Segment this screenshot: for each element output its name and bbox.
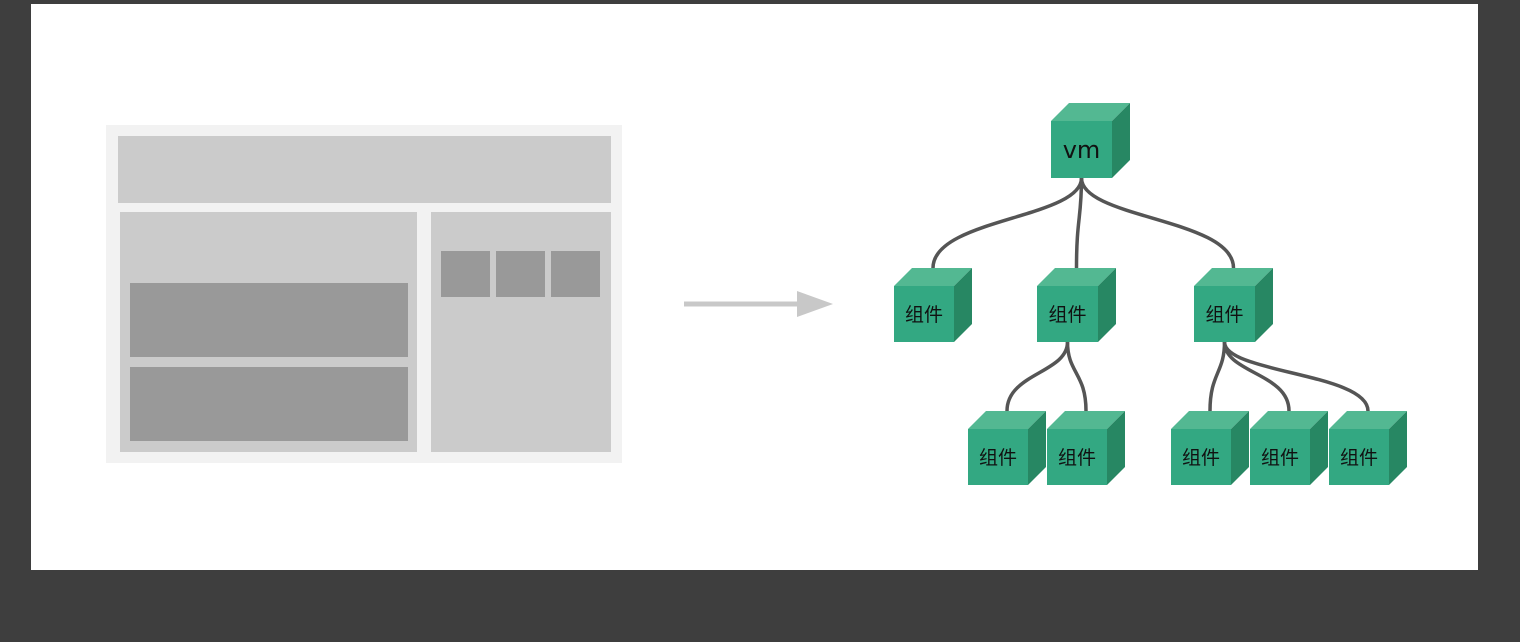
cube-top-face (968, 411, 1046, 429)
component-node-label: 组件 (979, 447, 1017, 469)
component-node: 组件 (1329, 411, 1407, 485)
tree-edge (1208, 341, 1227, 412)
cube-side-face (1098, 268, 1116, 342)
cube-front-face (1051, 121, 1112, 178)
root-node: vm (1051, 103, 1130, 178)
cube-side-face (1255, 268, 1273, 342)
cube-side-face (1112, 103, 1130, 178)
component-node-label: 组件 (1261, 447, 1299, 469)
cube-top-face (1047, 411, 1125, 429)
root-node-label: vm (1063, 136, 1101, 164)
wireframe-side-block (551, 251, 600, 297)
component-node: 组件 (1194, 268, 1273, 342)
cube-front-face (1037, 286, 1098, 342)
cube-top-face (1171, 411, 1249, 429)
component-node-label: 组件 (1058, 447, 1096, 469)
component-node: 组件 (1037, 268, 1116, 342)
wireframe-side-block (496, 251, 545, 297)
component-node-label: 组件 (1182, 447, 1220, 469)
cube-front-face (968, 429, 1028, 485)
tree-edges (931, 177, 1370, 412)
tree-edge (1222, 341, 1291, 412)
arrow (684, 291, 833, 317)
component-node: 组件 (1250, 411, 1328, 485)
wireframe-main-block (130, 283, 408, 357)
component-node: 组件 (1047, 411, 1125, 485)
tree-edge (931, 177, 1084, 269)
component-node: 组件 (894, 268, 972, 342)
component-node-label: 组件 (1340, 447, 1378, 469)
tree-edge (1005, 341, 1070, 412)
tree-nodes: vm组件组件组件组件组件组件组件组件 (894, 103, 1407, 485)
wireframe-header (118, 136, 611, 203)
tree-edge (1222, 341, 1370, 412)
cube-front-face (1329, 429, 1389, 485)
cube-top-face (1329, 411, 1407, 429)
tree-edge (1079, 177, 1236, 269)
cube-top-face (1037, 268, 1116, 286)
component-node-label: 组件 (1048, 304, 1086, 326)
component-node-label: 组件 (1205, 304, 1243, 326)
cube-top-face (894, 268, 972, 286)
cube-side-face (1028, 411, 1046, 485)
component-node-label: 组件 (905, 304, 943, 326)
cube-front-face (1250, 429, 1310, 485)
cube-side-face (1231, 411, 1249, 485)
arrow-head (797, 291, 833, 317)
tree-edge (1074, 177, 1084, 269)
cube-front-face (1047, 429, 1107, 485)
component-node: 组件 (968, 411, 1046, 485)
cube-side-face (1107, 411, 1125, 485)
cube-side-face (1310, 411, 1328, 485)
wireframe-main-block (130, 367, 408, 441)
cube-front-face (894, 286, 954, 342)
cube-side-face (1389, 411, 1407, 485)
cube-top-face (1051, 103, 1130, 121)
component-node: 组件 (1171, 411, 1249, 485)
cube-side-face (954, 268, 972, 342)
cube-front-face (1194, 286, 1255, 342)
cube-front-face (1171, 429, 1231, 485)
cube-top-face (1250, 411, 1328, 429)
tree-edge (1065, 341, 1088, 412)
cube-top-face (1194, 268, 1273, 286)
wireframe-side-block (441, 251, 490, 297)
